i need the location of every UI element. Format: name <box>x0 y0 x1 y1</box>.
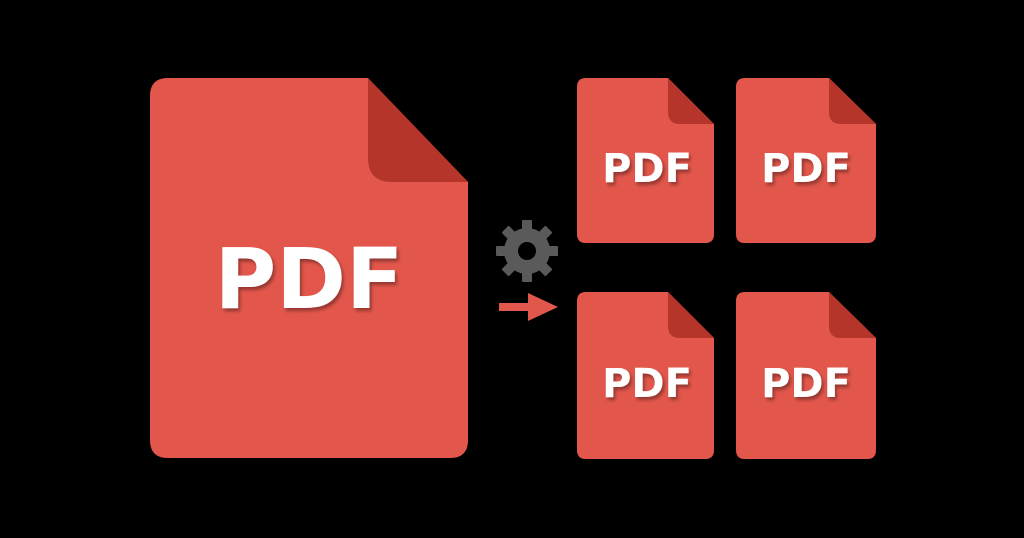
arrow-right-icon <box>499 293 558 321</box>
output-file-label-4: PDF <box>761 361 851 407</box>
source-file-label: PDF <box>215 230 404 328</box>
source-file-fold <box>368 78 468 182</box>
source-pdf-file-icon <box>150 78 468 458</box>
output-pdf-file-icon-1 <box>577 78 714 243</box>
output-file-fold <box>668 292 714 338</box>
output-pdf-file-icon-4 <box>736 292 876 459</box>
output-file-fold <box>829 78 876 124</box>
output-pdf-file-icon-3 <box>577 292 714 459</box>
gear-icon <box>496 220 558 282</box>
output-file-fold <box>668 78 714 124</box>
output-file-label-1: PDF <box>602 146 692 192</box>
output-file-fold <box>829 292 876 338</box>
output-file-label-2: PDF <box>761 146 851 192</box>
output-file-label-3: PDF <box>602 361 692 407</box>
output-pdf-file-icon-2 <box>736 78 876 243</box>
